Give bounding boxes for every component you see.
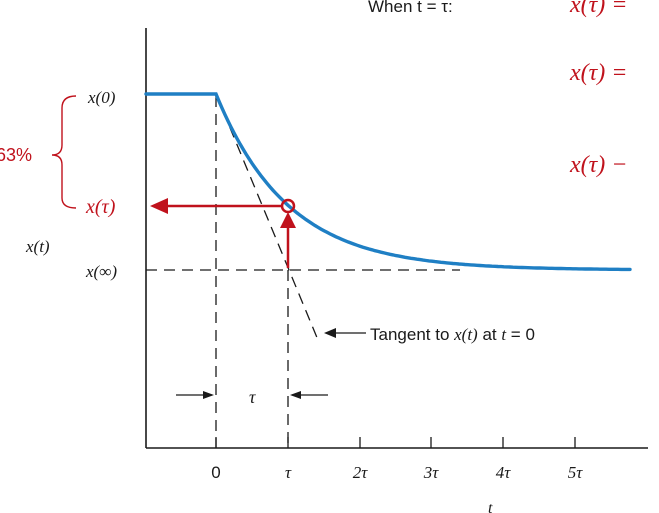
equation-line-1: x(τ) =: [569, 0, 627, 18]
tangent-at: at: [478, 325, 502, 344]
tick-label-4tau: 4τ: [496, 463, 512, 482]
x0-label: x(0): [87, 88, 116, 107]
tangent-line: [215, 93, 319, 341]
xtau-label: x(τ): [85, 196, 116, 218]
arrow-left-head: [150, 198, 168, 214]
interval-arrowhead-left: [203, 391, 214, 399]
percent-bracket: [51, 95, 77, 209]
percent-label: 63%: [0, 145, 32, 165]
tangent-prefix: Tangent to: [370, 325, 454, 344]
arrow-up-head: [280, 212, 296, 228]
interval-arrowhead-right: [290, 391, 301, 399]
condition-label: When t = τ:: [368, 0, 453, 16]
tangent-t: t: [501, 325, 507, 344]
x-ticks: [215, 437, 576, 448]
tangent-pointer-head: [324, 328, 336, 338]
tau-interval-label: τ: [249, 387, 256, 407]
t-axis-label: t: [488, 500, 493, 513]
xinf-label: x(∞): [85, 262, 117, 281]
tick-label-tau: τ: [285, 463, 292, 482]
response-curve: [144, 92, 632, 272]
tangent-fx: x(t): [453, 325, 478, 344]
tick-label-5tau: 5τ: [568, 463, 584, 482]
equation-line-2: x(τ) =: [569, 60, 627, 86]
tick-label-0: 0: [211, 463, 220, 482]
tick-label-2tau: 2τ: [353, 463, 369, 482]
tangent-label: Tangent to x(t) at t = 0: [370, 325, 535, 344]
tick-label-3tau: 3τ: [423, 463, 440, 482]
tangent-suffix: = 0: [506, 325, 535, 344]
equation-line-3: x(τ) −: [569, 152, 627, 178]
xt-axis-label: x(t): [25, 237, 50, 256]
